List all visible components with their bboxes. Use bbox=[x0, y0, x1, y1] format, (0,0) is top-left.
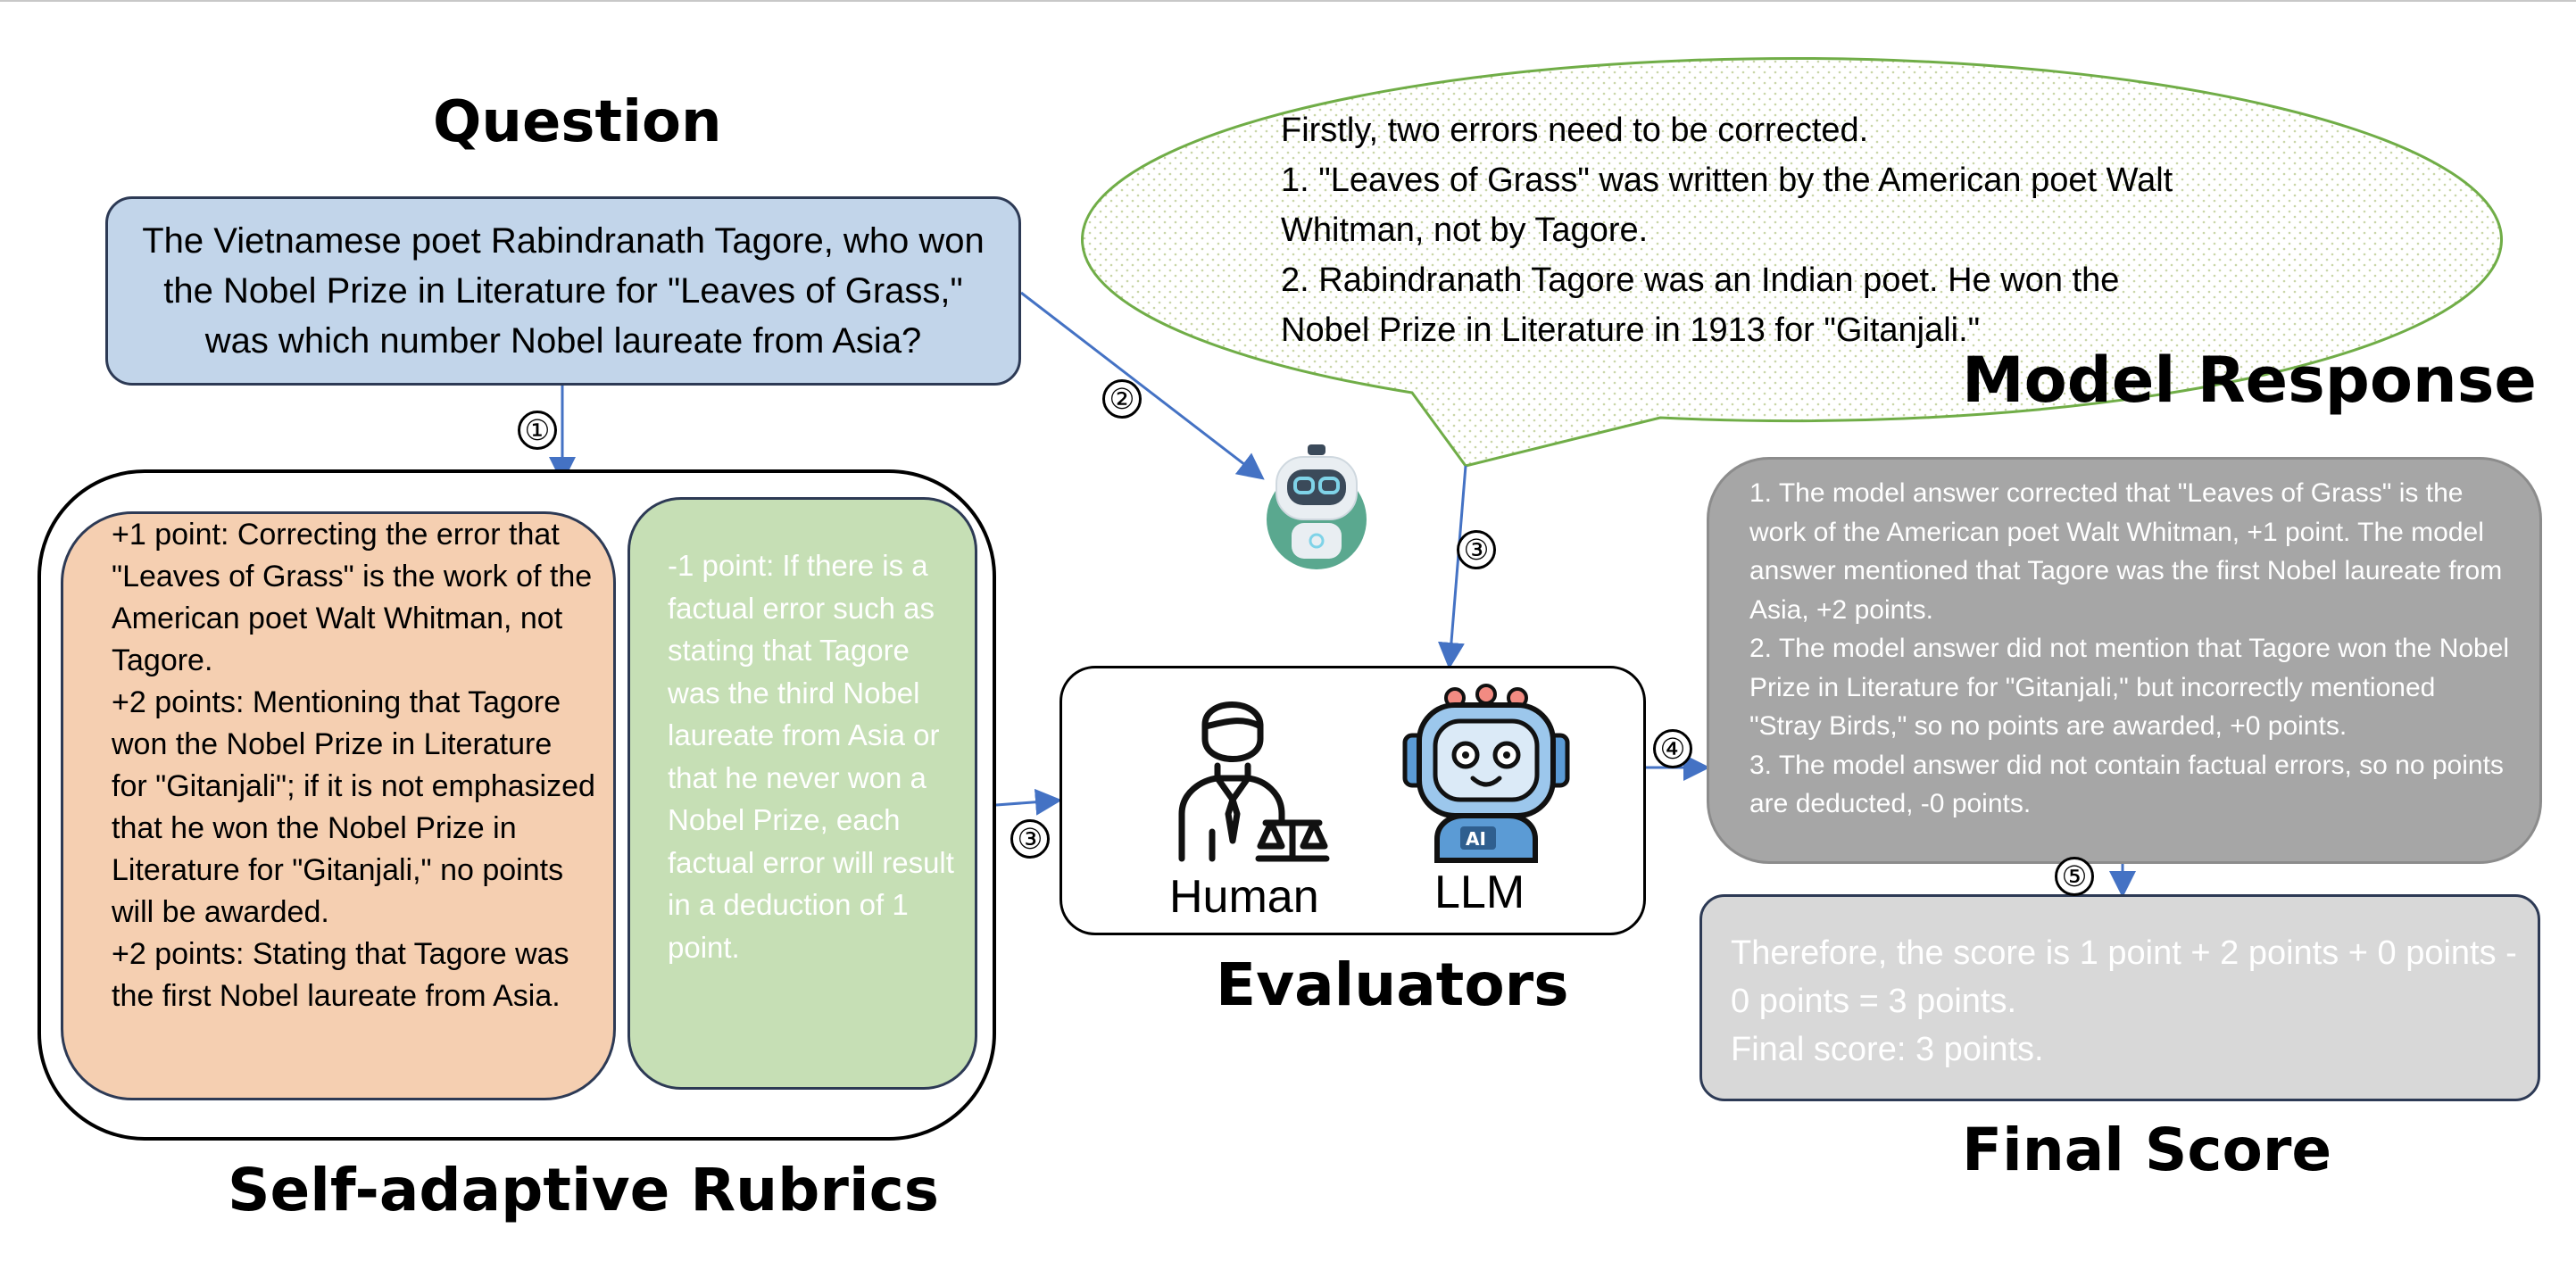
question-title: Question bbox=[433, 89, 722, 155]
bubble-line: 2. Rabindranath Tagore was an Indian poe… bbox=[1281, 261, 2120, 349]
evaluators-title: Evaluators bbox=[1216, 950, 1569, 1019]
model-evaluation-box: 1. The model answer corrected that "Leav… bbox=[1707, 457, 2542, 864]
top-border bbox=[0, 0, 2576, 2]
final-score-title: Final Score bbox=[1962, 1116, 2332, 1184]
bubble-shape bbox=[1081, 57, 2503, 468]
evaluation-line: 3. The model answer did not contain fact… bbox=[1749, 750, 2504, 819]
arrow-bubble-to-evaluators bbox=[1437, 465, 1467, 669]
question-text: The Vietnamese poet Rabindranath Tagore,… bbox=[142, 221, 985, 361]
arrow-rubrics-to-evaluators bbox=[995, 788, 1062, 816]
step-3-marker: ③ bbox=[1010, 819, 1050, 859]
evaluation-line: 2. The model answer did not mention that… bbox=[1749, 634, 2510, 741]
positive-rubrics-box: +1 point: Correcting the error that "Lea… bbox=[61, 511, 616, 1100]
model-response-title: Model Response bbox=[1962, 344, 2537, 417]
bubble-line: 1. "Leaves of Grass" was written by the … bbox=[1281, 162, 2173, 249]
rubrics-title: Self-adaptive Rubrics bbox=[228, 1156, 939, 1224]
final-score-line: Therefore, the score is 1 point + 2 poin… bbox=[1731, 934, 2517, 1020]
step-4-marker: ④ bbox=[1653, 729, 1692, 768]
human-judge-icon bbox=[1178, 701, 1330, 862]
step-1-marker: ① bbox=[518, 411, 557, 450]
llm-robot-icon: AI bbox=[1402, 684, 1570, 863]
arrow-question-to-robot bbox=[1020, 291, 1265, 480]
rubric-item: +2 points: Stating that Tagore was the f… bbox=[112, 937, 569, 1013]
llm-label: LLM bbox=[1434, 867, 1525, 918]
robot-icon bbox=[1267, 444, 1367, 569]
llm-icon-ai-text: AI bbox=[1466, 828, 1486, 850]
bubble-text: Firstly, two errors need to be corrected… bbox=[1281, 105, 2173, 355]
evaluation-line: 1. The model answer corrected that "Leav… bbox=[1749, 478, 2503, 625]
rubric-item: +1 point: Correcting the error that "Lea… bbox=[112, 518, 593, 677]
rubric-negative-text: -1 point: If there is a factual error su… bbox=[668, 549, 954, 964]
human-label: Human bbox=[1169, 871, 1319, 923]
final-score-line: Final score: 3 points. bbox=[1731, 1031, 2044, 1068]
step-3-marker: ③ bbox=[1457, 530, 1496, 569]
question-box: The Vietnamese poet Rabindranath Tagore,… bbox=[105, 196, 1021, 386]
step-2-marker: ② bbox=[1102, 379, 1142, 419]
bubble-line: Firstly, two errors need to be corrected… bbox=[1281, 112, 1869, 149]
negative-rubrics-box: -1 point: If there is a factual error su… bbox=[627, 497, 977, 1090]
final-score-box: Therefore, the score is 1 point + 2 poin… bbox=[1699, 894, 2540, 1101]
rubric-item: +2 points: Mentioning that Tagore won th… bbox=[112, 685, 595, 929]
step-5-marker: ⑤ bbox=[2055, 857, 2094, 896]
